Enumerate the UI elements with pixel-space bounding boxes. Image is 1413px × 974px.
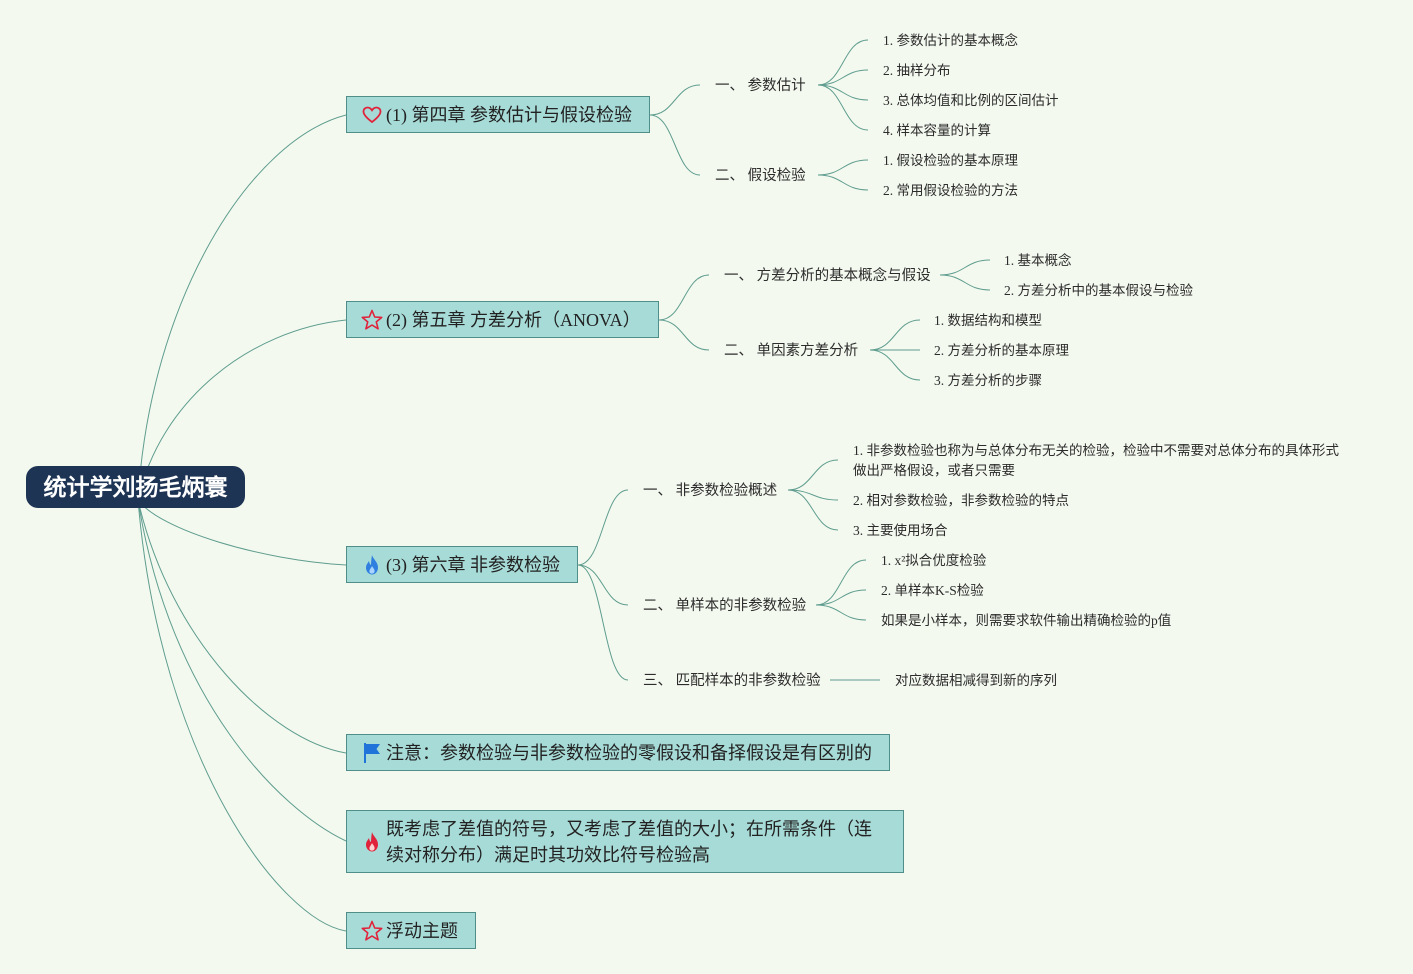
connector-line — [577, 564, 629, 606]
leaf-node[interactable]: 1. 基本概念 — [1004, 253, 1072, 268]
sub-node[interactable]: 一、 方差分析的基本概念与假设 — [724, 268, 931, 284]
heart-icon — [361, 104, 383, 126]
connector-line — [787, 489, 839, 531]
leaf-node[interactable]: 2. 方差分析中的基本假设与检验 — [1004, 283, 1193, 298]
leaf-node[interactable]: 2. 单样本K-S检验 — [881, 583, 984, 598]
leaf-node[interactable]: 1. 参数估计的基本概念 — [883, 33, 1018, 48]
connector-line — [577, 564, 629, 681]
connector-line — [817, 174, 869, 191]
sub-node[interactable]: 一、 参数估计 — [715, 78, 806, 94]
topic-floating[interactable]: 浮动主题 — [346, 912, 476, 949]
leaf-node[interactable]: 4. 样本容量的计算 — [883, 123, 991, 138]
connector-line — [649, 84, 701, 116]
leaf-node[interactable]: 2. 相对参数检验，非参数检验的特点 — [853, 493, 1069, 508]
connector-line — [817, 39, 869, 86]
topic-chapter5[interactable]: (2) 第五章 方差分析（ANOVA） — [346, 301, 659, 338]
leaf-node[interactable]: 1. 数据结构和模型 — [934, 313, 1042, 328]
topic-label: (3) 第六章 非参数检验 — [386, 554, 560, 575]
star-icon — [361, 309, 383, 331]
connector-line — [815, 589, 867, 606]
connector-line — [817, 84, 869, 131]
sub-node[interactable]: 一、 非参数检验概述 — [643, 483, 778, 499]
leaf-node[interactable]: 3. 主要使用场合 — [853, 523, 948, 538]
leaf-node[interactable]: 2. 常用假设检验的方法 — [883, 183, 1018, 198]
connector-line — [577, 489, 629, 566]
sub-node[interactable]: 二、 单样本的非参数检验 — [643, 598, 807, 614]
topic-label: (2) 第五章 方差分析（ANOVA） — [386, 309, 641, 330]
connector-line — [869, 349, 921, 381]
connector-line — [817, 69, 869, 86]
topic-power-note[interactable]: 既考虑了差值的符号，又考虑了差值的大小；在所需条件（连续对称分布）满足时其功效比… — [346, 810, 904, 873]
root-connector-line — [137, 499, 347, 566]
root-connector-line — [137, 499, 347, 932]
topic-label: 注意：参数检验与非参数检验的零假设和备择假设是有区别的 — [386, 742, 872, 763]
connector-line — [815, 559, 867, 606]
connector-line — [658, 274, 710, 321]
flame-blue-icon — [361, 554, 383, 576]
sub-node[interactable]: 三、 匹配样本的非参数检验 — [643, 673, 821, 689]
root-connector-line — [137, 499, 347, 754]
flag-icon — [361, 742, 383, 764]
root-connector-line — [137, 114, 347, 501]
topic-label: (1) 第四章 参数估计与假设检验 — [386, 104, 632, 125]
star-icon — [361, 920, 383, 942]
topic-label: 浮动主题 — [386, 920, 458, 941]
root-connector-line — [137, 319, 347, 501]
root-node[interactable]: 统计学刘扬毛炳寰 — [26, 466, 245, 508]
leaf-node[interactable]: 2. 抽样分布 — [883, 63, 951, 78]
leaf-node[interactable]: 3. 方差分析的步骤 — [934, 373, 1042, 388]
topic-note[interactable]: 注意：参数检验与非参数检验的零假设和备择假设是有区别的 — [346, 734, 890, 771]
leaf-node[interactable]: 2. 方差分析的基本原理 — [934, 343, 1069, 358]
topic-label: 既考虑了差值的符号，又考虑了差值的大小；在所需条件（连续对称分布）满足时其功效比… — [386, 818, 872, 865]
connector-line — [939, 259, 991, 276]
connector-line — [658, 319, 710, 351]
root-connector-line — [137, 499, 347, 842]
leaf-node[interactable]: 3. 总体均值和比例的区间估计 — [883, 93, 1059, 108]
sub-node[interactable]: 二、 假设检验 — [715, 168, 806, 184]
leaf-node[interactable]: 对应数据相减得到新的序列 — [895, 673, 1057, 688]
sub-node[interactable]: 二、 单因素方差分析 — [724, 343, 859, 359]
leaf-node[interactable]: 1. 假设检验的基本原理 — [883, 153, 1018, 168]
topic-chapter6[interactable]: (3) 第六章 非参数检验 — [346, 546, 578, 583]
connector-line — [787, 459, 839, 491]
leaf-node[interactable]: 如果是小样本，则需要求软件输出精确检验的p值 — [881, 613, 1172, 628]
flame-red-icon — [361, 831, 383, 853]
connector-line — [869, 319, 921, 351]
leaf-node[interactable]: 1. x²拟合优度检验 — [881, 553, 987, 568]
connector-line — [817, 159, 869, 176]
connector-line — [817, 84, 869, 101]
leaf-node[interactable]: 1. 非参数检验也称为与总体分布无关的检验，检验中不需要对总体分布的具体形式做出… — [853, 443, 1339, 478]
connector-line — [649, 114, 701, 176]
connector-line — [939, 274, 991, 291]
connector-line — [815, 604, 867, 621]
topic-chapter4[interactable]: (1) 第四章 参数估计与假设检验 — [346, 96, 650, 133]
